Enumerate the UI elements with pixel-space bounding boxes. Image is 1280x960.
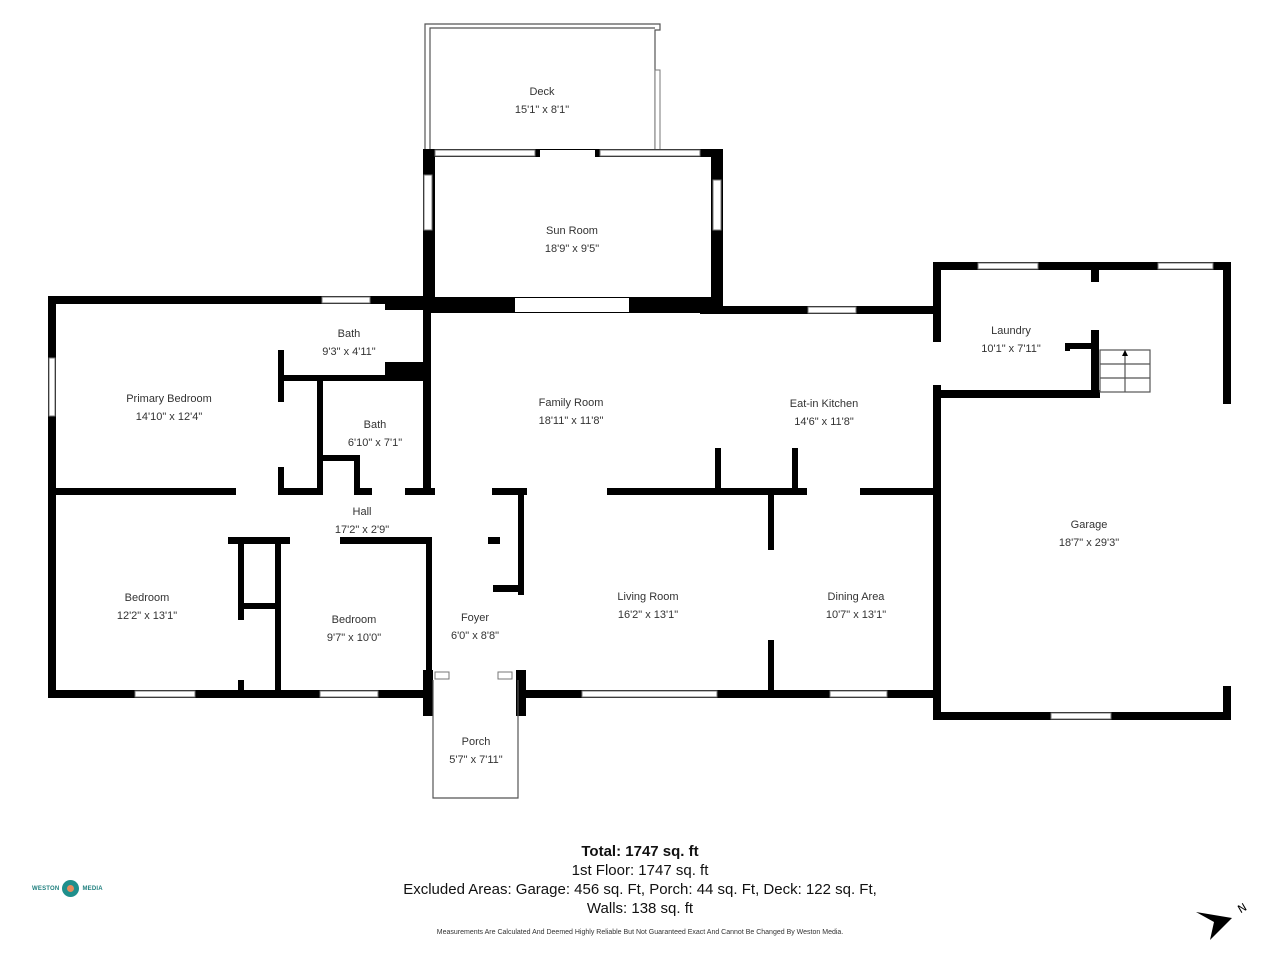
excluded-areas: Excluded Areas: Garage: 456 sq. Ft, Porc… <box>403 881 877 898</box>
main-walls <box>48 262 1231 720</box>
svg-text:N: N <box>1236 901 1250 916</box>
aperture-icon <box>62 880 80 897</box>
total-area: Total: 1747 sq. ft <box>581 843 699 860</box>
first-floor-area: 1st Floor: 1747 sq. ft <box>571 862 709 879</box>
area-summary: Total: 1747 sq. ft 1st Floor: 1747 sq. f… <box>403 842 877 918</box>
logo-text-left: WESTON <box>32 885 60 892</box>
stairs <box>1099 349 1151 393</box>
weston-media-logo: WESTON MEDIA <box>32 880 103 897</box>
walls-area: Walls: 138 sq. ft <box>586 900 694 917</box>
deck-outline <box>424 23 661 151</box>
sun-room-walls <box>423 149 723 297</box>
porch-outline <box>432 680 519 799</box>
logo-text-right: MEDIA <box>82 885 103 892</box>
disclaimer: Measurements Are Calculated And Deemed H… <box>436 929 844 936</box>
north-arrow-icon: N <box>1196 901 1250 940</box>
